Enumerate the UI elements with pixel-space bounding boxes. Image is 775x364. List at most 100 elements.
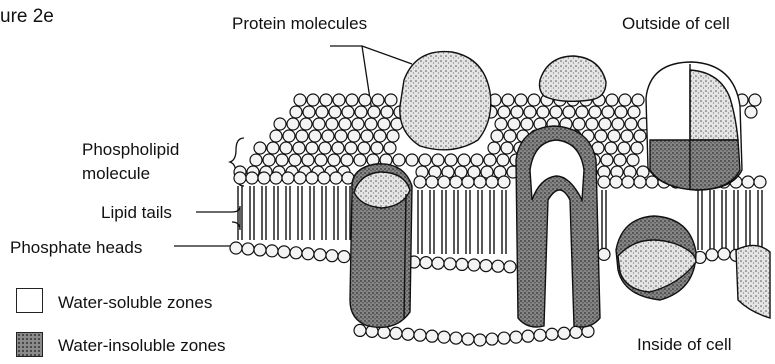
phospholipid-head: [612, 118, 624, 130]
phospholipid-head: [450, 176, 462, 188]
phospholipid-head: [335, 130, 347, 142]
phospholipid-head: [270, 130, 282, 142]
phospholipid-head: [306, 172, 318, 184]
phospholipid-head: [534, 329, 546, 341]
phospholipid-head: [622, 176, 634, 188]
phospholipid-head: [522, 330, 534, 342]
phospholipid-head: [634, 176, 646, 188]
phospholipid-head: [563, 106, 575, 118]
phospholipid-head: [326, 250, 338, 262]
phospholipid-head: [474, 176, 486, 188]
phospholipid-head: [339, 118, 351, 130]
phospholipid-head: [341, 154, 353, 166]
phospholipid-head: [498, 106, 510, 118]
phospholipid-head: [438, 176, 450, 188]
phospholipid-head: [495, 118, 507, 130]
phospholipid-head: [387, 130, 399, 142]
phospholipid-head: [266, 245, 278, 257]
phospholipid-head: [510, 331, 522, 343]
protein-left-front: [350, 164, 412, 328]
phospholipid-head: [632, 94, 644, 106]
phospholipid-head: [289, 154, 301, 166]
phospholipid-head: [246, 172, 258, 184]
phospholipid-head: [420, 257, 432, 269]
phospholipid-head: [468, 259, 480, 271]
phospholipid-head: [589, 106, 601, 118]
phospholipid-head: [290, 106, 302, 118]
phospholipid-head: [426, 176, 438, 188]
phospholipid-head: [614, 154, 626, 166]
phospholipid-head: [627, 154, 639, 166]
phospholipid-head: [254, 244, 266, 256]
phospholipid-head: [365, 118, 377, 130]
phospholipid-head: [745, 106, 757, 118]
phospholipid-head: [300, 118, 312, 130]
phospholipid-head: [511, 106, 523, 118]
phospholipid-head: [267, 142, 279, 154]
phospholipid-head: [742, 176, 754, 188]
phospholipid-head: [242, 243, 254, 255]
phospholipid-head: [393, 154, 405, 166]
phospholipid-head: [601, 154, 613, 166]
phospholipid-head: [573, 118, 585, 130]
phospholipid-head: [234, 172, 246, 184]
phospholipid-head: [615, 106, 627, 118]
protein-top-small: [540, 56, 607, 101]
phospholipid-head: [290, 247, 302, 259]
phospholipid-head: [270, 172, 282, 184]
phospholipid-head: [381, 106, 393, 118]
phospholipid-head: [354, 154, 366, 166]
phospholipid-head: [484, 154, 496, 166]
phospholipid-head: [328, 154, 340, 166]
phospholipid-head: [414, 176, 426, 188]
phospholipid-head: [302, 154, 314, 166]
phospholipid-head: [361, 130, 373, 142]
protein-top-center: [400, 52, 491, 150]
phospholipid-head: [342, 106, 354, 118]
phospholipid-head: [378, 118, 390, 130]
phospholipid-head: [258, 172, 270, 184]
phospholipid-head: [706, 249, 718, 261]
phospholipid-head: [508, 118, 520, 130]
phospholipid-head: [294, 172, 306, 184]
phospholipid-head: [406, 154, 418, 166]
phospholipid-head: [384, 142, 396, 154]
phospholipid-head: [445, 154, 457, 166]
phospholipid-head: [315, 154, 327, 166]
phospholipid-head: [456, 258, 468, 270]
phospholipid-head: [348, 130, 360, 142]
phospholipid-head: [319, 142, 331, 154]
phospholipid-head: [598, 248, 610, 260]
phospholipid-head: [718, 248, 730, 260]
phospholipid-head: [280, 142, 292, 154]
phospholipid-head: [320, 94, 332, 106]
phospholipid-head: [368, 106, 380, 118]
phospholipid-head: [492, 260, 504, 272]
phospholipid-head: [318, 172, 330, 184]
phospholipid-head: [486, 333, 498, 345]
phospholipid-head: [313, 118, 325, 130]
phospholipid-head: [610, 176, 622, 188]
phospholipid-head: [254, 142, 266, 154]
phospholipid-head: [471, 154, 483, 166]
phospholipid-head: [458, 154, 470, 166]
phospholipid-head: [322, 130, 334, 142]
phospholipid-head: [498, 176, 510, 188]
phospholipid-head: [608, 130, 620, 142]
phospholipid-head: [307, 94, 319, 106]
phospholipid-head: [374, 130, 386, 142]
phospholipid-head: [338, 251, 350, 263]
phospholipid-head: [414, 329, 426, 341]
phospholipid-head: [606, 94, 618, 106]
phospholipid-head: [619, 94, 631, 106]
phospholipid-head: [634, 130, 646, 142]
phospholipid-head: [444, 258, 456, 270]
phospholipid-head: [570, 326, 582, 338]
phospholipid-head: [306, 142, 318, 154]
phospholipid-head: [450, 332, 462, 344]
phospholipid-head: [296, 130, 308, 142]
phospholipid-head: [316, 106, 328, 118]
phospholipid-head: [438, 331, 450, 343]
phospholipid-head: [504, 261, 516, 273]
